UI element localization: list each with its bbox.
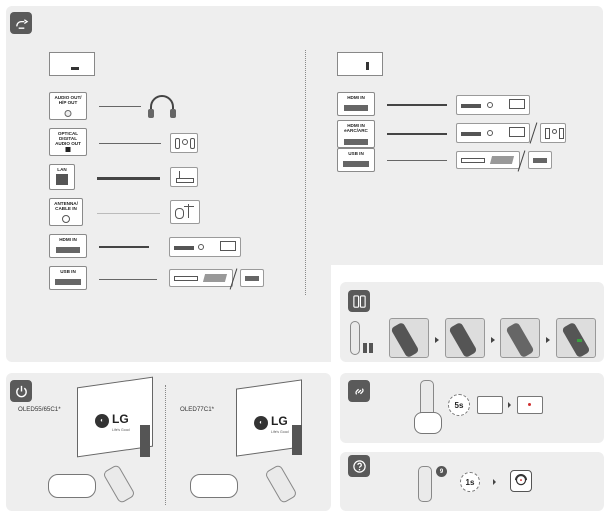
hdmi-cable	[99, 246, 149, 248]
cable-connection-icon	[10, 12, 32, 34]
earc-devices-icon	[456, 123, 530, 143]
pairing-hand	[414, 412, 442, 434]
hand-illustration-right	[190, 474, 238, 498]
usb-in-drive-icon	[528, 151, 552, 169]
antenna-cable-port: ANTENNA/ CABLE IN	[49, 198, 83, 226]
hdmi-earc-port: HDMI IN eARC/ARC	[337, 120, 375, 148]
hdmi-in-port: HDMI IN	[337, 92, 375, 116]
help-icon	[348, 455, 370, 477]
help-timer: 1s	[460, 472, 480, 492]
usb-port: USB IN	[49, 266, 87, 290]
usb-in-storage-icon	[456, 151, 520, 169]
hdmi-earc-cable	[387, 133, 447, 135]
lg-circle-left: ◐	[95, 414, 109, 428]
connections-divider	[305, 50, 306, 295]
battery-step-3	[500, 318, 540, 359]
pairing-indicator	[528, 403, 531, 406]
step-arrow-3	[546, 337, 550, 343]
usb-in-cable	[387, 160, 447, 161]
antenna-icon	[170, 200, 200, 224]
usb-in-port: USB IN	[337, 148, 375, 172]
support-agent-icon	[510, 470, 532, 492]
power-divider	[165, 385, 166, 505]
hdmi-in-cable	[387, 104, 447, 106]
battery-icon-1	[363, 343, 367, 353]
audio-out-port: AUDIO OUT/ H/P OUT	[49, 92, 87, 120]
soundbar-icon	[540, 123, 566, 143]
lan-port: LAN	[49, 164, 75, 190]
usb-drive-icon	[240, 269, 264, 287]
tv-rear-port-area	[49, 52, 95, 76]
optical-cable	[99, 143, 161, 144]
hdmi-devices-icon	[169, 237, 241, 257]
battery-step-4	[556, 318, 596, 359]
audio-cable	[99, 106, 141, 107]
hdmi-in-devices-icon	[456, 95, 530, 115]
antenna-cable	[97, 213, 160, 214]
pairing-tv-before	[477, 396, 503, 414]
hand-illustration-left	[48, 474, 96, 498]
optical-audio-port: OPTICAL DIGITAL AUDIO OUT	[49, 128, 87, 156]
lg-circle-right: ◐	[254, 416, 268, 430]
model-label-right: OLED77C1*	[180, 406, 215, 413]
hdmi-port: HDMI IN	[49, 234, 87, 258]
help-button-number: 9	[436, 466, 447, 477]
pairing-timer: 5s	[448, 394, 470, 416]
tv-side-port-area	[337, 52, 383, 76]
tv-stand-right	[292, 425, 302, 455]
battery-step-1	[389, 318, 429, 359]
tv-stand-left	[140, 425, 150, 457]
model-label-left: OLED55/65C1*	[18, 406, 61, 413]
router-icon	[170, 167, 198, 187]
headphones-icon	[148, 95, 176, 118]
sound-system-icon	[170, 133, 198, 153]
help-remote	[418, 466, 432, 502]
battery-step-2	[445, 318, 485, 359]
remote-side-illustration	[350, 321, 360, 355]
power-icon	[10, 380, 32, 402]
help-arrow	[493, 479, 496, 485]
pairing-panel	[340, 373, 604, 443]
pairing-arrow	[508, 402, 511, 408]
lan-cable	[97, 177, 160, 180]
battery-icon-2	[369, 343, 373, 353]
link-icon	[348, 380, 370, 402]
remote-battery-icon	[348, 290, 370, 312]
usb-storage-icon	[169, 269, 233, 287]
step-arrow-2	[491, 337, 495, 343]
usb-cable	[99, 279, 157, 280]
step-arrow-1	[435, 337, 439, 343]
